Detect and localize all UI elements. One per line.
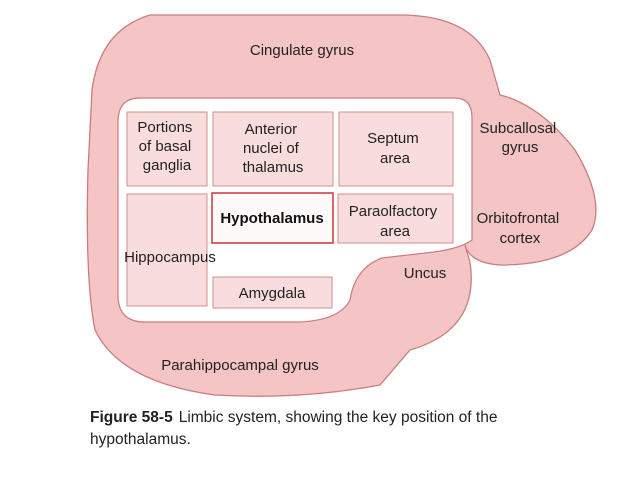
basal-ganglia-line-2: of basal — [139, 138, 192, 155]
uncus-label: Uncus — [404, 265, 447, 282]
anterior-thalamus-line-1: Anterior — [245, 121, 298, 138]
caption-text: Limbic system, showing the key position … — [90, 409, 498, 448]
hypothalamus-box — [211, 192, 334, 244]
anterior-thalamus-label: Anterior nuclei of thalamus — [243, 121, 304, 176]
amygdala-label: Amygdala — [239, 285, 306, 302]
paraolfactory-label: Paraolfactory area — [349, 203, 442, 240]
basal-ganglia-box — [126, 111, 208, 187]
basal-ganglia-label: Portions of basal ganglia — [137, 119, 196, 174]
amygdala-box — [212, 276, 333, 309]
septum-label: Septum area — [367, 130, 423, 167]
orbitofrontal-line-1: Orbitofrontal — [477, 210, 560, 227]
septum-line-2: area — [380, 150, 411, 167]
anterior-thalamus-line-3: thalamus — [243, 159, 304, 176]
paraolfactory-line-2: area — [380, 223, 411, 240]
septum-line-1: Septum — [367, 130, 419, 147]
basal-ganglia-line-1: Portions — [137, 119, 192, 136]
subcallosal-line-2: gyrus — [502, 139, 539, 156]
subcallosal-gyrus-label: Subcallosal gyrus — [480, 120, 561, 156]
hippocampus-label: Hippocampus — [124, 249, 216, 266]
figure-number: Figure 58-5 — [90, 409, 173, 426]
orbitofrontal-line-2: cortex — [500, 230, 541, 247]
hypothalamus-label: Hypothalamus — [220, 210, 323, 227]
paraolfactory-line-1: Paraolfactory — [349, 203, 438, 220]
anterior-thalamus-line-2: nuclei of — [243, 140, 300, 157]
parahippocampal-gyrus-label: Parahippocampal gyrus — [161, 357, 319, 374]
septum-box — [338, 111, 454, 187]
basal-ganglia-line-3: ganglia — [143, 157, 192, 174]
subcallosal-line-1: Subcallosal — [480, 120, 557, 137]
cingulate-gyrus-label: Cingulate gyrus — [250, 42, 354, 59]
hippocampus-box — [126, 193, 208, 307]
paraolfactory-box — [337, 193, 454, 244]
orbitofrontal-cortex-label: Orbitofrontal cortex — [477, 210, 564, 247]
anterior-thalamus-box — [212, 111, 334, 187]
